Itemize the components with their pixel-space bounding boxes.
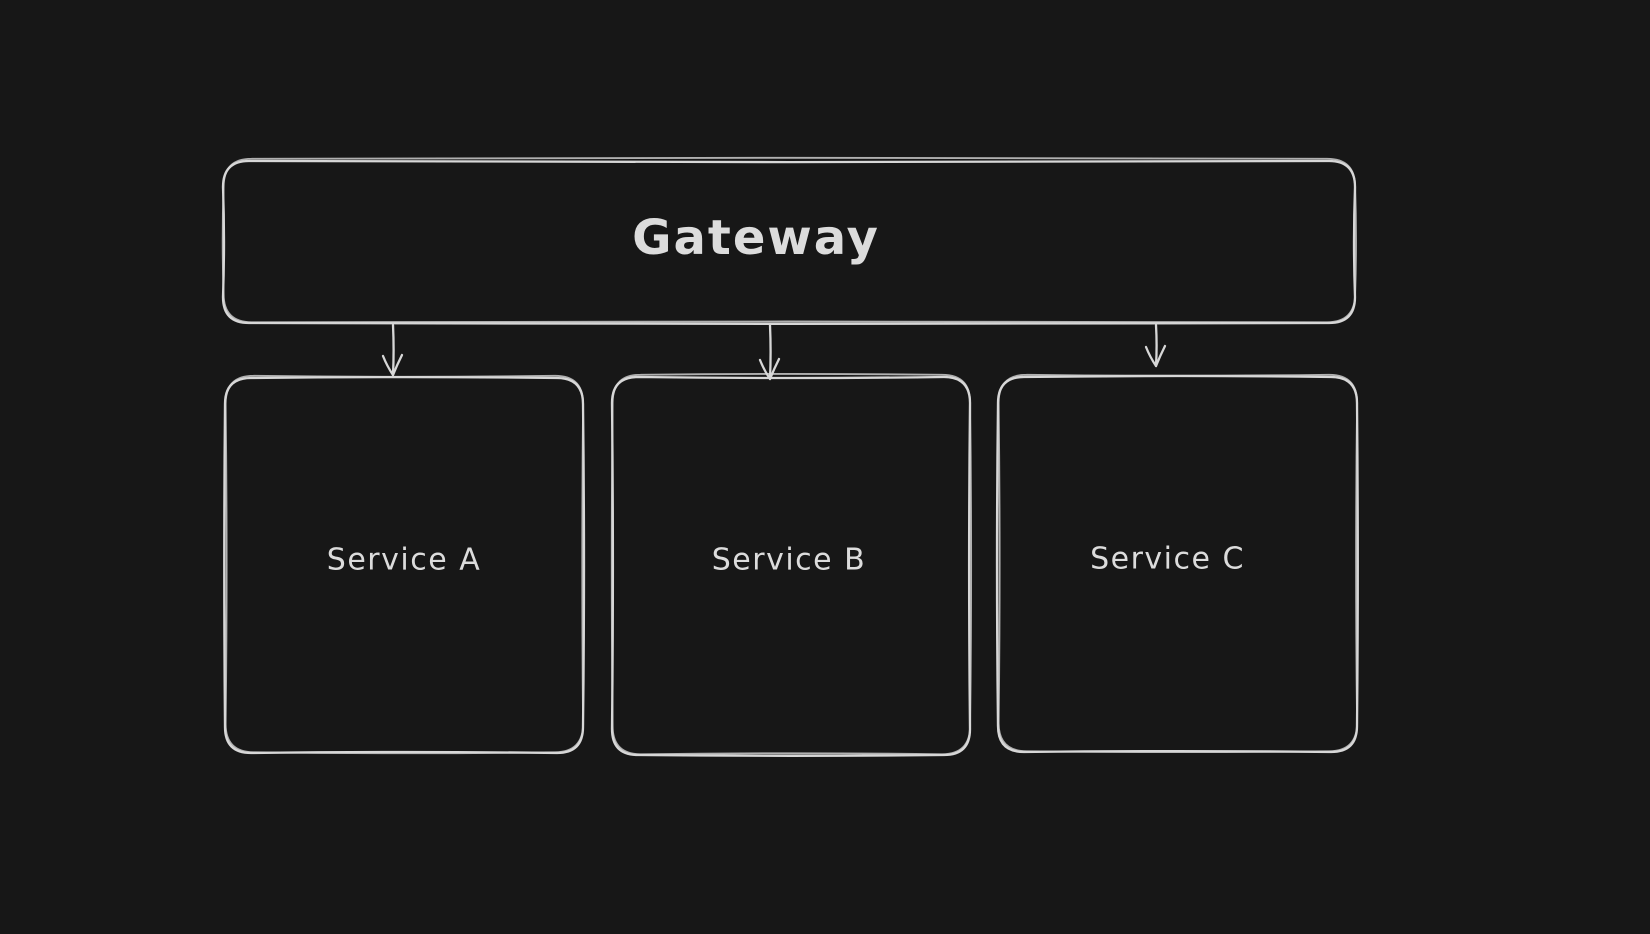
node-service-c-shape [995, 373, 1359, 754]
node-service-b-shape [610, 372, 973, 757]
node-label-gateway: Gateway [632, 210, 880, 266]
node-service-a-shape [223, 374, 586, 755]
node-gateway-shape [221, 156, 1357, 326]
edge-gateway-to-service-b [758, 323, 781, 381]
node-label-service-b: Service B [711, 542, 867, 578]
edge-gateway-to-service-a [381, 323, 404, 377]
edge-gateway-to-service-c [1144, 323, 1167, 368]
node-label-service-c: Service C [1090, 541, 1245, 576]
node-label-service-a: Service A [326, 542, 482, 577]
